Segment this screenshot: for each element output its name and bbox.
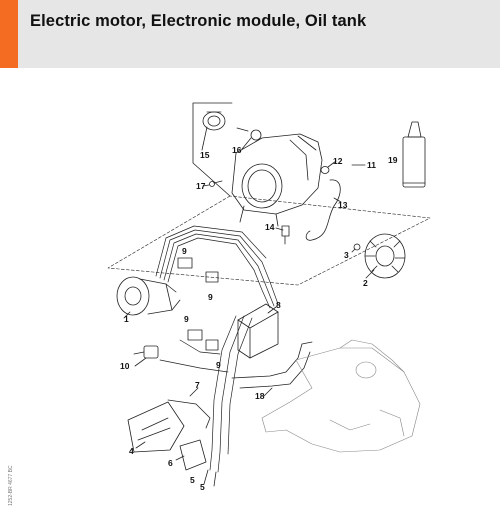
connector-9d <box>205 339 219 351</box>
drawing-code: 1252-BR 4677 BC <box>8 465 14 506</box>
callout-16: 16 <box>232 145 242 155</box>
callout-2: 2 <box>363 278 368 288</box>
electric-motor <box>116 276 181 316</box>
connector-9c <box>187 329 203 341</box>
callout-14: 14 <box>265 222 275 232</box>
header-accent-bar <box>0 0 18 68</box>
callout-11: 11 <box>367 160 376 170</box>
screw-17 <box>209 180 223 187</box>
callout-15: 15 <box>200 150 210 160</box>
oil-hose <box>305 179 341 241</box>
page-header: Electric motor, Electronic module, Oil t… <box>0 0 500 68</box>
callout-10: 10 <box>120 361 130 371</box>
page-title: Electric motor, Electronic module, Oil t… <box>30 12 367 30</box>
handle-18 <box>231 341 313 389</box>
washer-3 <box>353 243 361 251</box>
wiring-harness <box>155 225 279 473</box>
contact-5 <box>203 469 217 487</box>
oil-tank-cap <box>202 111 226 131</box>
callout-18: 18 <box>255 391 265 401</box>
motor-housing <box>231 133 323 227</box>
callout-13: 13 <box>338 200 348 210</box>
group-bracket-top <box>192 102 233 197</box>
connector-9a <box>177 257 193 269</box>
callout-19: 19 <box>388 155 398 165</box>
callout-8: 8 <box>276 300 281 310</box>
wire-7 <box>167 399 211 429</box>
fan-wheel <box>364 233 406 279</box>
callout-9b: 9 <box>208 292 213 302</box>
o-ring <box>250 129 262 141</box>
callout-1: 1 <box>124 314 129 324</box>
assembly-dashed-outline <box>107 195 431 286</box>
cover-6 <box>179 439 207 471</box>
cover-4 <box>127 401 185 453</box>
callout-5b: 5 <box>200 482 205 492</box>
fitting-14 <box>281 225 290 245</box>
plug-12 <box>320 166 330 174</box>
callout-9d: 9 <box>216 360 221 370</box>
callout-6: 6 <box>168 458 173 468</box>
callout-7: 7 <box>195 380 200 390</box>
switch-10 <box>133 345 159 359</box>
callout-12: 12 <box>333 156 343 166</box>
saw-body <box>261 339 421 453</box>
callout-9c: 9 <box>184 314 189 324</box>
callout-17: 17 <box>196 181 206 191</box>
electronic-module <box>237 303 279 359</box>
callout-4: 4 <box>129 446 134 456</box>
callout-9a: 9 <box>182 246 187 256</box>
callout-5a: 5 <box>190 475 195 485</box>
grease-tube <box>402 121 426 188</box>
connector-9b <box>205 271 219 283</box>
callout-3: 3 <box>344 250 349 260</box>
